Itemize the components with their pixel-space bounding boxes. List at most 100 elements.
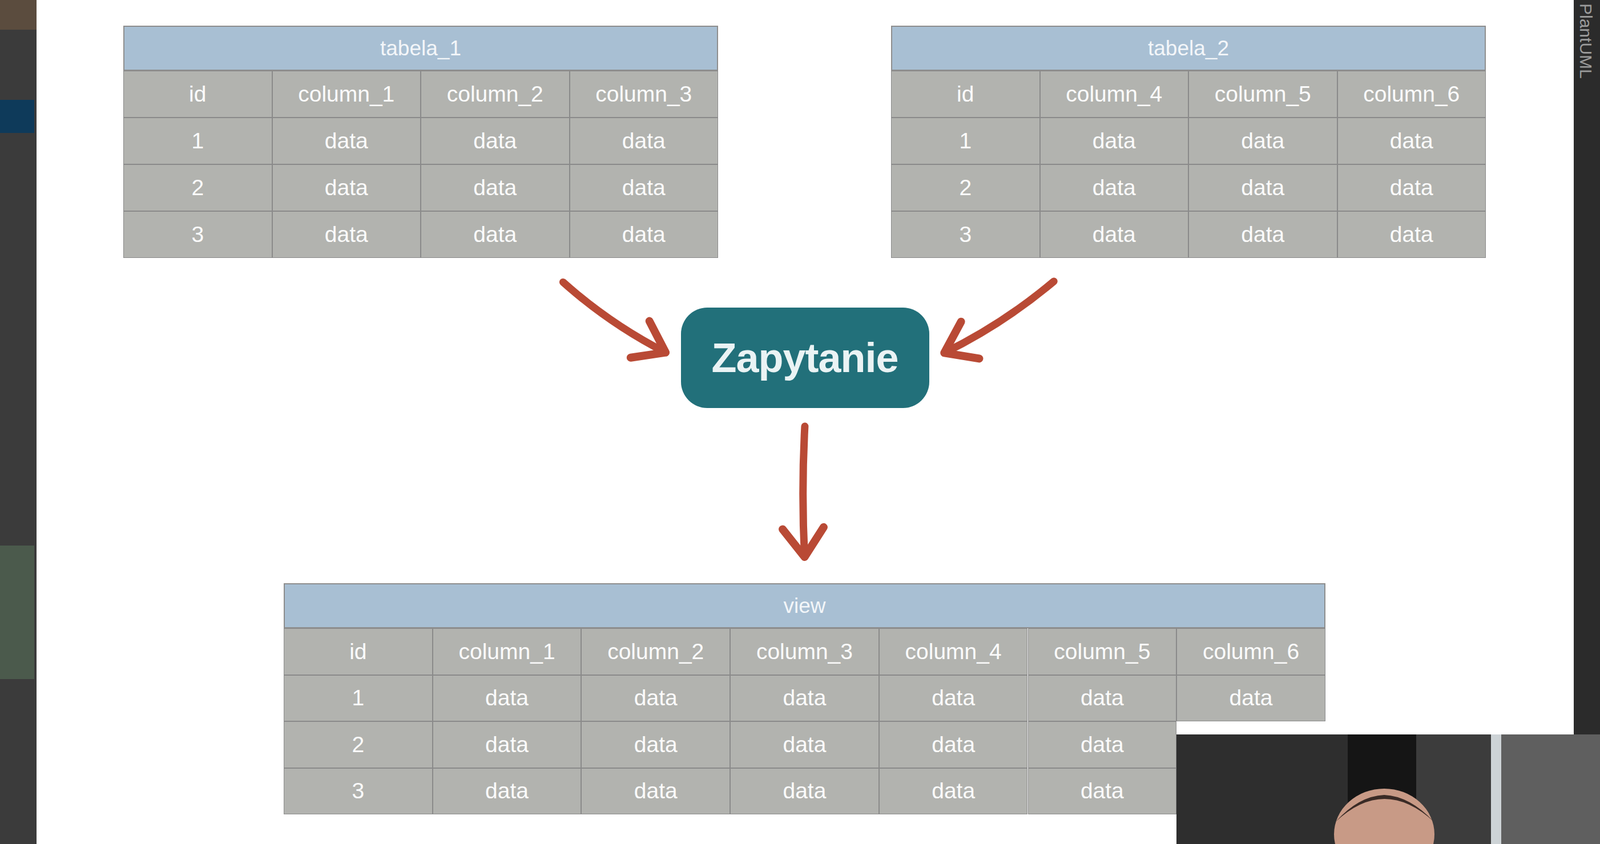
cell-value: data: [622, 128, 666, 154]
table-cell: data: [569, 164, 719, 212]
table-cell: 3: [283, 768, 433, 816]
table-cell: 3: [891, 211, 1041, 259]
table-cell: 1: [283, 675, 433, 723]
cell-value: data: [1389, 222, 1434, 248]
cell-value: data: [473, 175, 517, 201]
column-name: column_2: [607, 639, 704, 665]
query-box: Zapytanie: [680, 307, 930, 409]
column-name: id: [956, 81, 974, 107]
table-cell: data: [581, 768, 731, 816]
side-tab-label: PlantUML: [1576, 3, 1596, 79]
table-header: tabela_1: [123, 25, 719, 71]
table-cell: data: [1176, 675, 1326, 723]
column-header-cell: id: [123, 70, 273, 118]
table-cell: data: [1188, 211, 1338, 259]
column-name: column_3: [756, 639, 853, 665]
table-title: view: [783, 594, 826, 619]
hand-drawn-arrow: [562, 281, 666, 358]
table-cell: data: [1040, 117, 1190, 165]
editor-sidebar: [0, 0, 37, 844]
table-cell: 3: [123, 211, 273, 259]
table-cell: data: [432, 721, 582, 769]
cell-value: data: [485, 732, 529, 758]
table-cell: data: [879, 721, 1029, 769]
table-cell: data: [569, 211, 719, 259]
column-name: column_4: [905, 639, 1002, 665]
row-id: 3: [958, 222, 972, 248]
table-title: tabela_1: [380, 36, 462, 61]
cell-value: data: [782, 778, 826, 804]
column-header-cell: column_2: [581, 628, 731, 676]
table-cell: 1: [123, 117, 273, 165]
cell-value: data: [1240, 222, 1285, 248]
row-id: 2: [351, 732, 365, 758]
cell-value: data: [324, 222, 369, 248]
table-cell: data: [420, 211, 570, 259]
column-header-cell: column_5: [1188, 70, 1338, 118]
table-cell: data: [1188, 117, 1338, 165]
cell-value: data: [473, 222, 517, 248]
cell-value: data: [1229, 685, 1273, 711]
cell-value: data: [1080, 685, 1124, 711]
cell-value: data: [324, 128, 369, 154]
column-name: column_1: [297, 81, 395, 107]
cell-value: data: [324, 175, 369, 201]
query-label: Zapytanie: [711, 334, 898, 382]
table-box: tabela_1idcolumn_1column_2column_31datad…: [123, 25, 719, 259]
sidebar-block: [0, 0, 37, 30]
cell-value: data: [782, 685, 826, 711]
table-cell: data: [1337, 164, 1487, 212]
cell-value: data: [931, 778, 975, 804]
table-header: tabela_2: [891, 25, 1486, 71]
column-name: column_6: [1363, 81, 1460, 107]
cell-value: data: [473, 128, 517, 154]
cell-value: data: [1092, 128, 1136, 154]
cell-value: data: [1240, 128, 1285, 154]
column-name: id: [188, 81, 207, 107]
table-cell: data: [272, 117, 422, 165]
column-name: column_5: [1053, 639, 1151, 665]
column-header-cell: column_4: [1040, 70, 1190, 118]
row-id: 2: [191, 175, 204, 201]
table-box: tabela_2id column_4column_5 column_6 1 data d…: [891, 25, 1486, 259]
table-cell: 2: [283, 721, 433, 769]
cell-value: data: [622, 222, 666, 248]
table-cell: data: [432, 768, 582, 816]
column-header-cell: id: [891, 70, 1041, 118]
column-header-cell: column_6: [1176, 628, 1326, 676]
row-id: 1: [958, 128, 972, 154]
table-cell: data: [272, 164, 422, 212]
column-name: column_1: [458, 639, 555, 665]
column-name: column_2: [446, 81, 544, 107]
table-cell: 2: [123, 164, 273, 212]
table-cell: data: [581, 721, 731, 769]
row-id: 1: [351, 685, 365, 711]
table-title: tabela_2: [1147, 36, 1229, 61]
cell-value: data: [485, 685, 529, 711]
cell-value: data: [1389, 175, 1434, 201]
column-header-cell: id: [283, 628, 433, 676]
table-cell: data: [879, 768, 1029, 816]
hand-drawn-arrow: [944, 281, 1054, 359]
editor-strip: [1573, 0, 1600, 844]
row-id: 2: [958, 175, 972, 201]
cell-value: data: [931, 732, 975, 758]
cell-value: data: [1080, 778, 1124, 804]
table-cell: data: [1028, 768, 1178, 816]
cell-value: data: [931, 685, 975, 711]
table-cell: 1: [891, 117, 1041, 165]
table-cell: data: [420, 164, 570, 212]
table-cell: data: [1337, 211, 1487, 259]
table-cell: data: [730, 675, 880, 723]
cell-value: data: [485, 778, 529, 804]
column-header-cell: column_1: [432, 628, 582, 676]
table-cell: data: [420, 117, 570, 165]
cell-value: data: [1240, 175, 1285, 201]
table-cell: data: [569, 117, 719, 165]
hand-drawn-arrow: [782, 426, 824, 558]
table-cell: 2: [891, 164, 1041, 212]
cell-value: data: [1080, 732, 1124, 758]
table-cell: data: [272, 211, 422, 259]
sidebar-block: [0, 545, 35, 680]
table-cell: data: [1040, 164, 1190, 212]
